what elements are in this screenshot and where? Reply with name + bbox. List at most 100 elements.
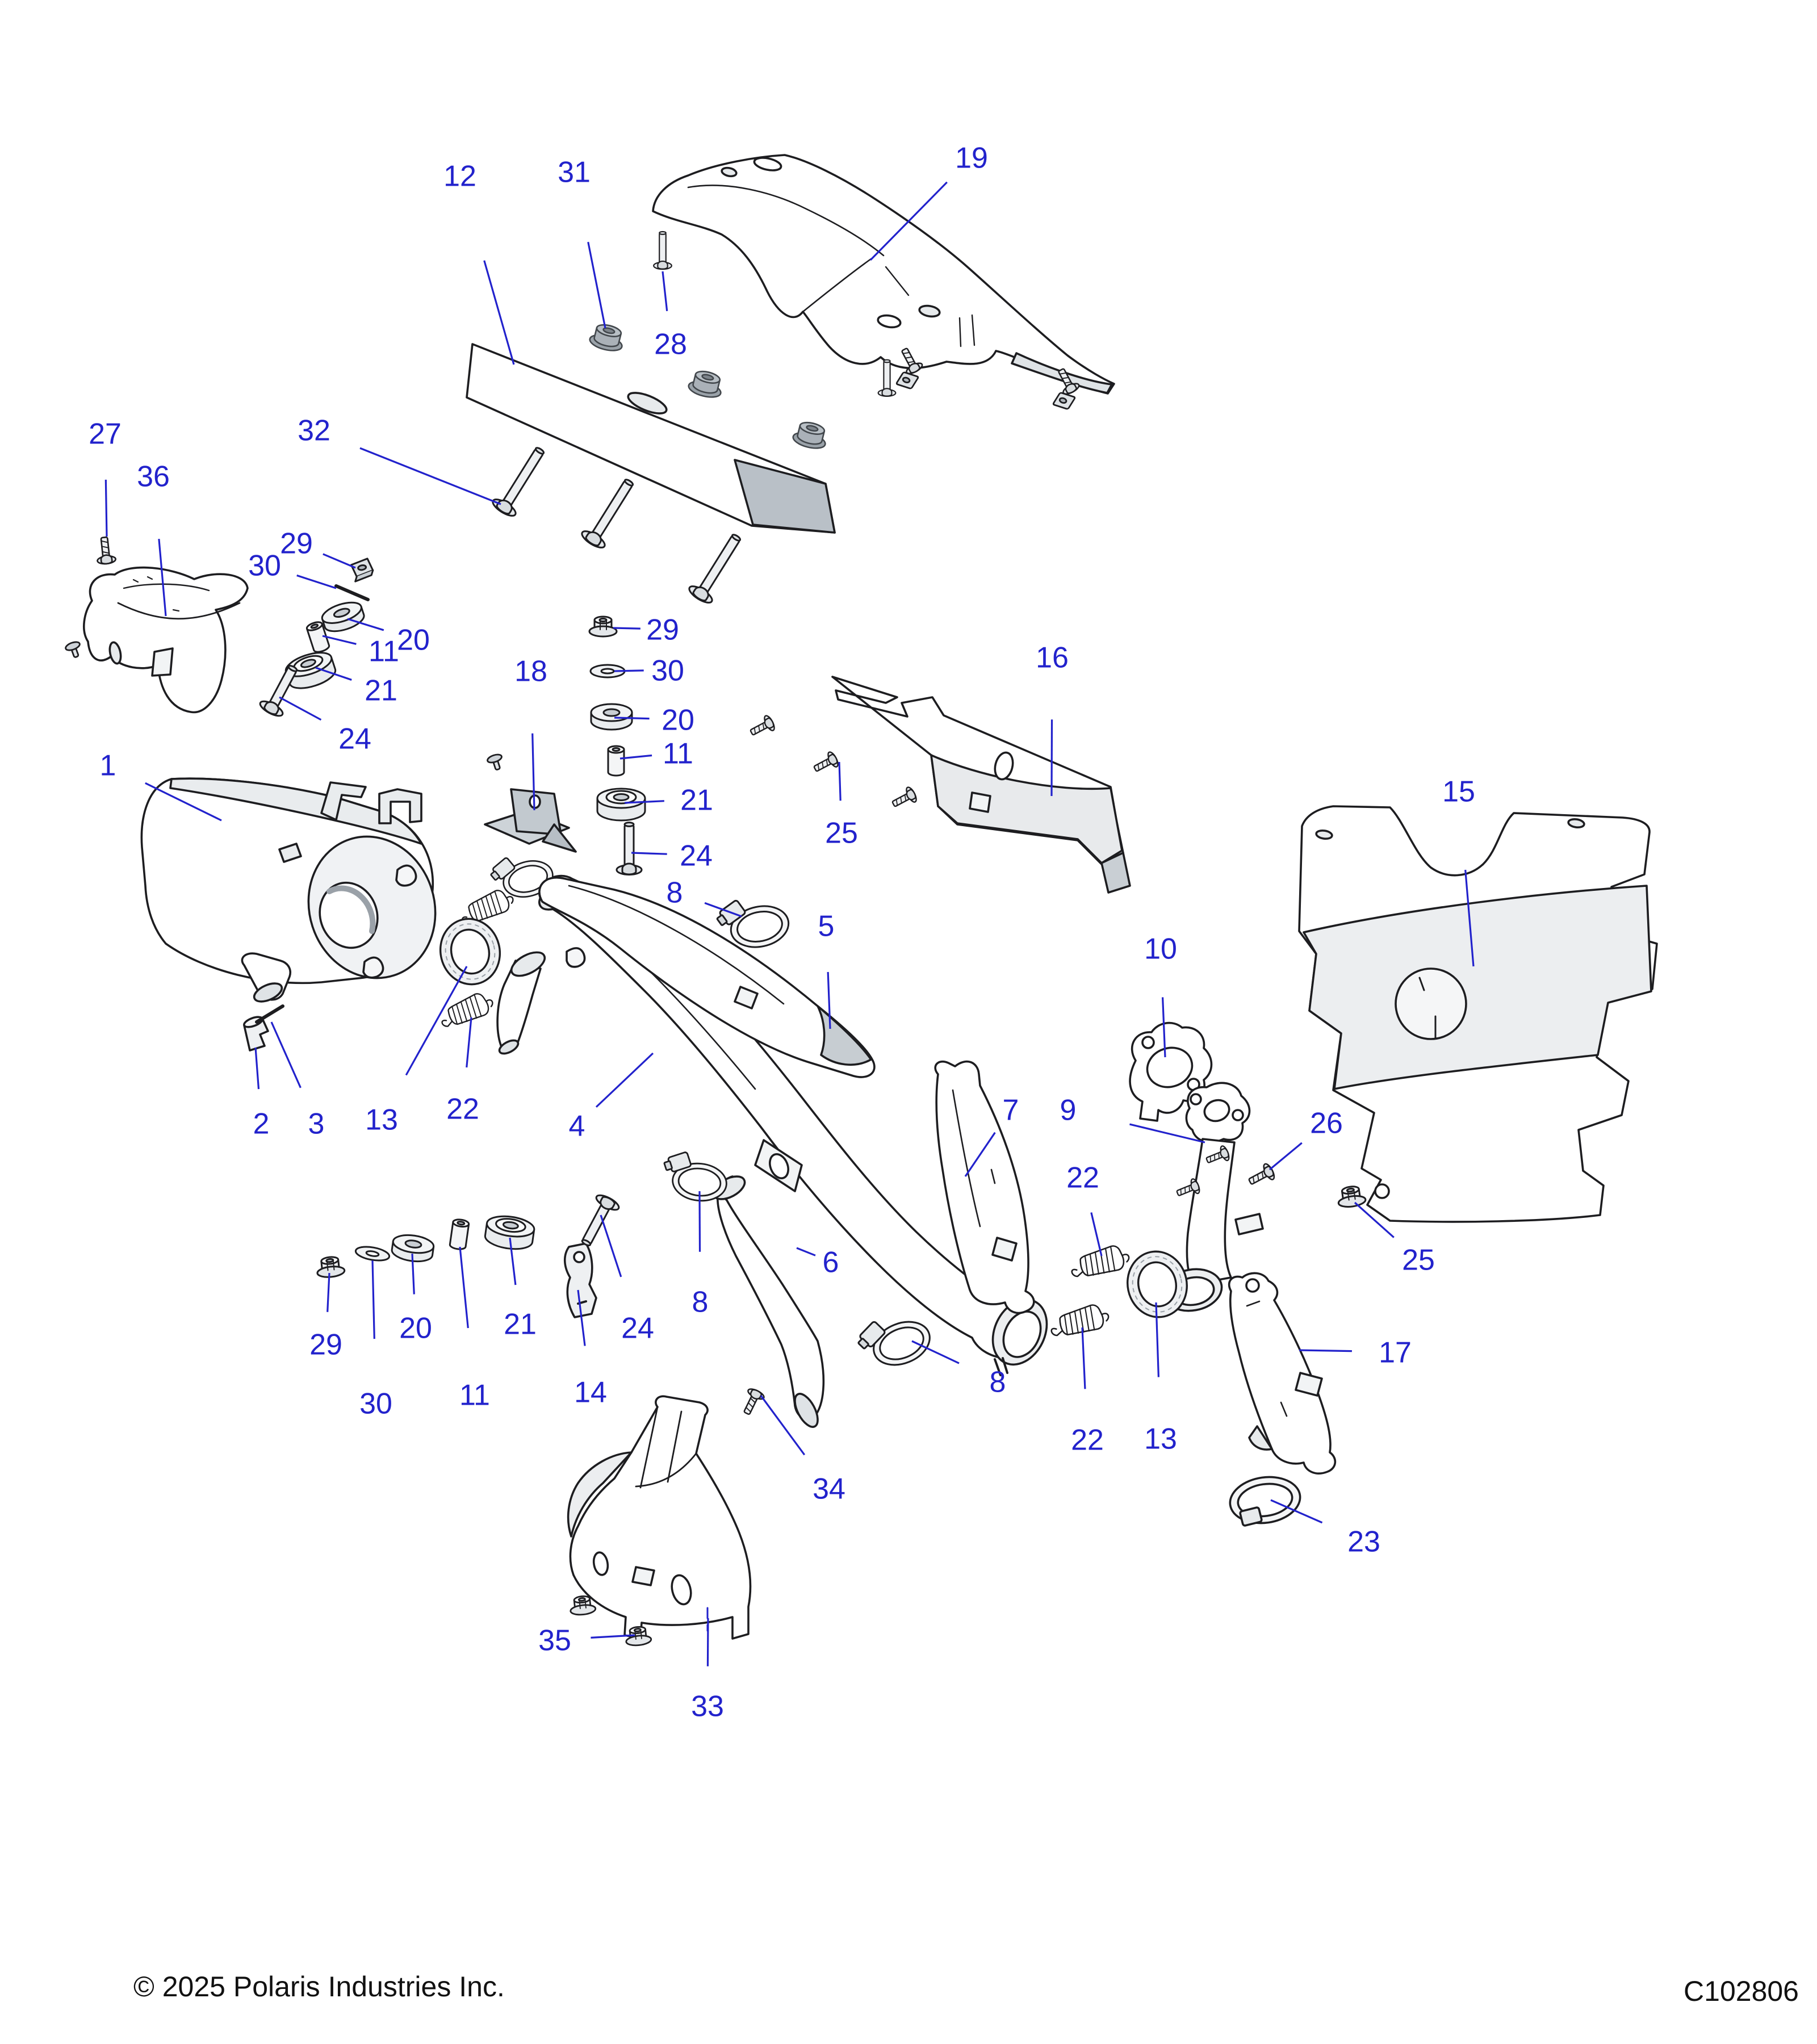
callout-label-8: 8 [667,877,683,910]
callout-label-28: 28 [654,328,687,361]
callout-leader-8 [911,1340,960,1364]
part-36-shield-shape [83,566,249,714]
callout-leader-5 [827,971,831,1029]
callout-leader-21 [509,1237,517,1285]
callout-leader-22 [1081,1327,1086,1389]
callout-leader-25 [838,761,841,801]
callout-label-30: 30 [248,550,281,583]
part-14-bracket-shape [563,1242,597,1318]
callout-leader-15 [1464,869,1475,967]
callout-label-8: 8 [692,1286,709,1319]
callout-leader-29 [613,627,640,630]
callout-label-25: 25 [1402,1244,1435,1277]
part-1-muffler-shape [140,777,546,1055]
part-18-bracket-shape [484,788,577,853]
part-2-plug-shape [243,1016,269,1052]
callout-label-8: 8 [990,1366,1006,1399]
washer-30-a [334,584,370,601]
callout-label-21: 21 [365,675,397,707]
callout-leader-36 [158,539,167,617]
spring-22-a [436,988,497,1033]
bolt-12-b [578,473,642,552]
callout-leader-6 [796,1247,816,1256]
spring-22-c [1046,1300,1112,1342]
part-16-panel-shape [831,676,1131,894]
callout-label-36: 36 [137,460,170,493]
part-15-shield-shape [1298,805,1658,1223]
callout-label-10: 10 [1144,933,1177,966]
callout-label-7: 7 [1003,1094,1019,1127]
callout-label-5: 5 [818,910,835,943]
callout-label-6: 6 [823,1246,839,1279]
callout-leader-2 [254,1047,260,1090]
callout-leader-26 [1268,1142,1303,1171]
anchor-under-cover-c [1052,390,1077,412]
nut-29-b [588,615,618,638]
part-6-pipe-shape [712,1175,825,1428]
bushing-21-c [483,1212,537,1253]
callout-label-9: 9 [1060,1094,1077,1127]
part-5-shield-shape [538,876,876,1078]
bolt-26 [1245,1161,1278,1191]
callout-leader-24 [279,696,322,721]
callout-label-22: 22 [1066,1162,1099,1195]
callout-leader-1 [145,782,222,822]
callout-label-14: 14 [574,1376,607,1409]
callout-label-20: 20 [397,624,430,657]
callout-label-22: 22 [1071,1424,1104,1457]
callout-label-11: 11 [369,635,399,668]
callout-label-34: 34 [813,1473,845,1506]
bushing-21-b [596,788,646,822]
callout-label-1: 1 [100,749,116,782]
callout-leader-19 [869,181,948,261]
part-23-clamp-shape [1229,1476,1301,1527]
spacer-11-b [607,745,625,777]
bolt-28 [652,231,673,270]
callout-label-20: 20 [662,704,694,737]
callout-label-18: 18 [514,655,547,688]
callout-leader-4 [595,1052,654,1108]
washer-20-a [319,597,368,636]
callout-leader-33 [706,1618,709,1666]
callout-leader-23 [1270,1499,1323,1524]
callout-leader-13 [405,966,468,1076]
callout-label-17: 17 [1379,1337,1412,1369]
grommet-c [790,418,831,453]
clamp-8-b [658,1148,731,1204]
callout-leader-24 [600,1214,622,1278]
grommet-31 [587,320,627,355]
callout-leader-29 [323,553,356,569]
clamp-8-c [850,1302,937,1379]
callout-label-13: 13 [1144,1423,1177,1456]
callout-label-2: 2 [253,1108,270,1141]
bolt-24-b [616,821,643,876]
washer-30-c [353,1243,392,1264]
callout-leader-17 [1299,1349,1352,1352]
callout-leader-21 [624,800,664,804]
bolt-32 [489,441,553,520]
callout-leader-29 [326,1272,330,1312]
callout-label-22: 22 [446,1093,479,1126]
callout-label-29: 29 [309,1329,342,1362]
callout-leader-11 [619,754,652,760]
callout-label-27: 27 [89,418,122,451]
gasket-13-a [432,911,508,992]
callout-leader-30 [296,574,337,589]
callout-leader-25 [1354,1201,1395,1238]
part-17-shield-shape [1228,1272,1337,1475]
callout-label-12: 12 [443,160,476,193]
screw-27 [94,535,118,566]
callout-leader-9 [1129,1123,1205,1144]
callout-label-24: 24 [621,1312,654,1345]
callout-label-30: 30 [359,1388,392,1421]
callout-leader-24 [631,852,667,855]
callout-label-30: 30 [651,655,684,688]
callout-label-21: 21 [504,1308,537,1341]
callout-label-35: 35 [538,1624,571,1657]
anchor-under-cover-b [895,370,920,391]
callout-leader-20 [614,717,650,720]
callout-label-24: 24 [338,723,371,756]
part-19-upper-cover-shape [652,154,1115,395]
callout-label-3: 3 [308,1108,325,1141]
